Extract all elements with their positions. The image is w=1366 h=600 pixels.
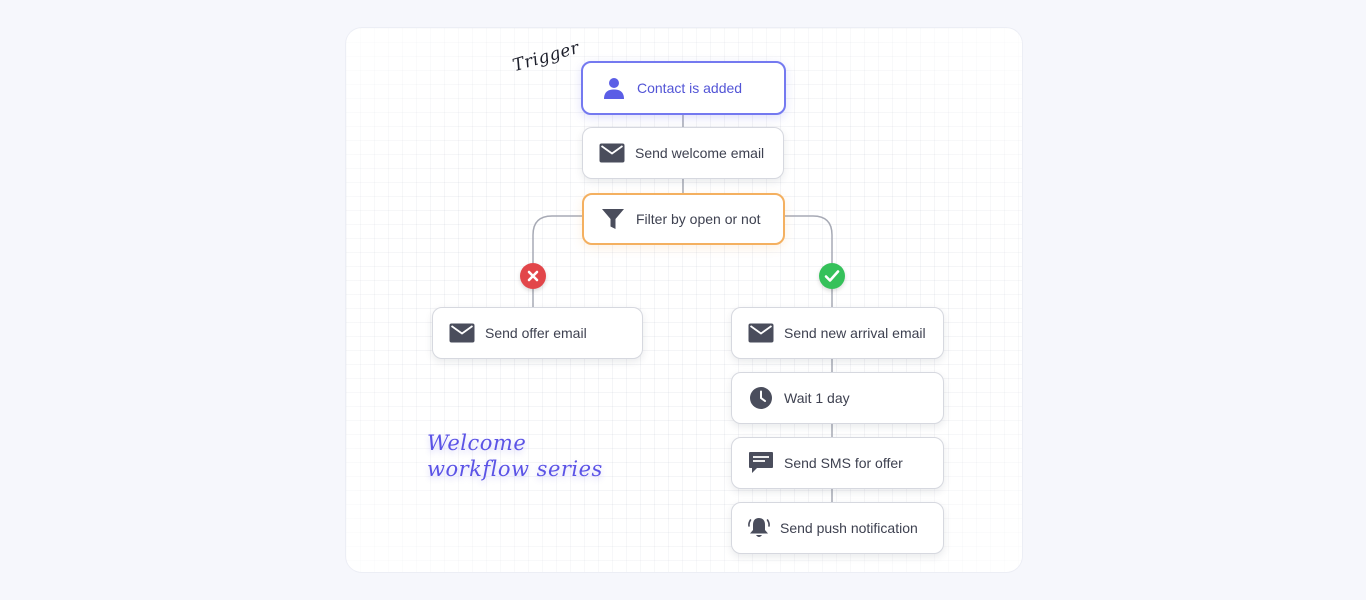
envelope-icon [599,140,625,166]
action-node-send-new-arrival-email[interactable]: Send new arrival email [731,307,944,359]
filter-node-opened[interactable]: Filter by open or not [582,193,785,245]
action-node-send-offer-email[interactable]: Send offer email [432,307,643,359]
node-label: Send offer email [485,325,587,341]
check-circle-icon [819,263,845,289]
funnel-icon [600,206,626,232]
clock-icon [748,385,774,411]
chat-bubble-icon [748,450,774,476]
node-label: Send welcome email [635,145,765,161]
user-icon [601,75,627,101]
node-label: Contact is added [637,80,743,96]
workflow-canvas [346,28,1022,572]
envelope-icon [748,320,774,346]
workflow-title-line-1: Welcome [427,431,527,455]
action-node-send-sms-for-offer[interactable]: Send SMS for offer [731,437,944,489]
envelope-icon [449,320,475,346]
node-label: Send SMS for offer [784,455,903,471]
node-label: Send new arrival email [784,325,926,341]
x-circle-icon [520,263,546,289]
workflow-title-annotation: Welcome workflow series [427,430,603,482]
workflow-title-line-2: workflow series [427,457,603,481]
trigger-node-contact-added[interactable]: Contact is added [581,61,786,115]
action-node-send-push-notification[interactable]: Send push notification [731,502,944,554]
node-label: Filter by open or not [636,211,761,227]
node-label: Wait 1 day [784,390,850,406]
node-label: Send push notification [780,520,918,536]
delay-node-wait-1-day[interactable]: Wait 1 day [731,372,944,424]
bell-icon [746,515,772,541]
action-node-send-welcome-email[interactable]: Send welcome email [582,127,784,179]
